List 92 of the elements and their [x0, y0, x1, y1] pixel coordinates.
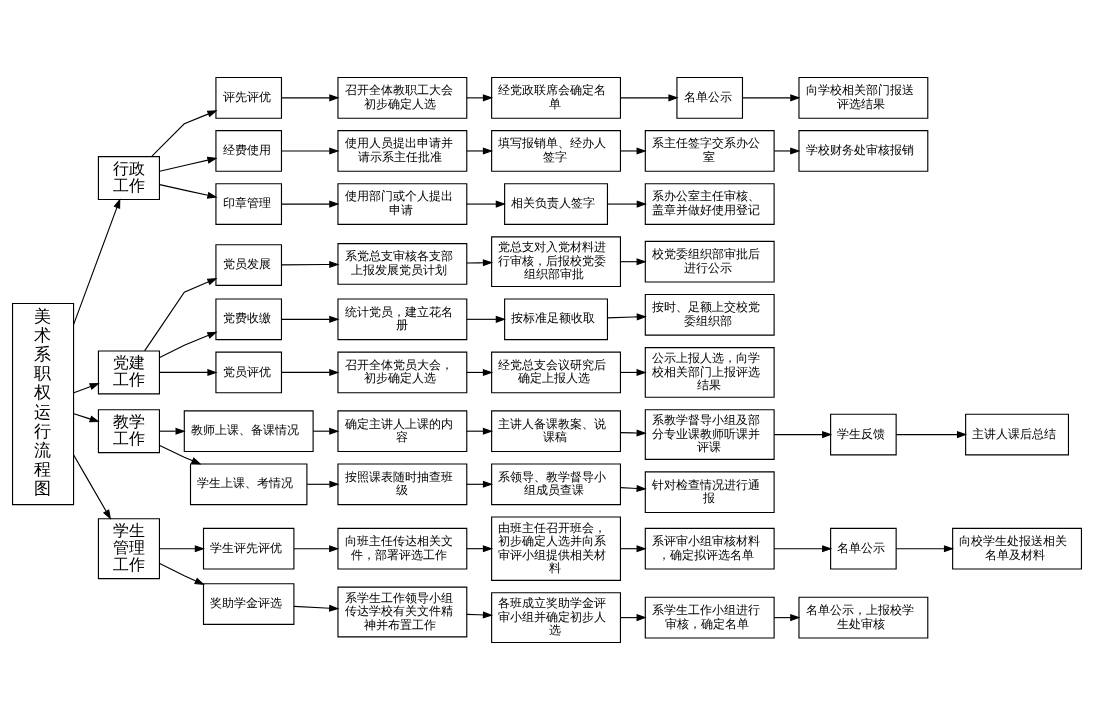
node-box: 党员发展	[215, 243, 283, 286]
arrow	[73, 412, 100, 422]
arrow	[607, 312, 647, 320]
node-box: 评先评优	[215, 76, 283, 119]
arrow	[895, 544, 955, 552]
node-box: 针对检查情况进行通报	[644, 470, 775, 513]
arrow	[773, 430, 833, 438]
arrow	[466, 258, 494, 266]
node-box: 校党委组织部审批后进行公示	[644, 240, 775, 283]
node-box: 学生管理工作	[97, 517, 160, 579]
node-box: 系主任签字交系办公室	[644, 129, 775, 172]
arrow	[159, 444, 202, 465]
node-box: 使用人员提出申请并请示系主任批准	[337, 129, 468, 172]
node-box: 党总支对入党材料进行审核，后报校党委组织部审批	[491, 235, 621, 287]
node-box: 系教学督导小组及部分专业课教师听课并评课	[644, 408, 775, 460]
arrow	[73, 197, 121, 325]
arrow	[159, 562, 205, 585]
node-box: 公示上报人选，向学校相关部门上报评选结果	[644, 346, 775, 398]
node-box: 相关负责人签字	[504, 182, 608, 225]
node-box: 系评审小组审核材料，确定拟评选名单	[644, 527, 775, 570]
arrow	[281, 146, 340, 155]
arrow	[466, 93, 494, 101]
arrow	[619, 484, 647, 492]
arrow	[281, 368, 340, 376]
node-box: 向班主任传达相关文件，部署评选工作	[337, 527, 468, 570]
node-box: 名单公示	[830, 527, 897, 570]
node-box: 向校学生处报送相关名单及材料	[952, 527, 1082, 570]
arrow	[619, 428, 647, 437]
node-box: 系学生工作小组进行审核，确定名单	[644, 596, 775, 639]
node-box: 行政工作	[97, 155, 160, 200]
node-box: 学生评先评优	[202, 527, 295, 570]
node-box: 印章管理	[215, 182, 283, 225]
node-box: 使用部门或个人提出申请	[337, 182, 468, 225]
arrow	[159, 156, 218, 172]
node-box: 按照课表随时抽查班级	[337, 462, 468, 505]
arrow	[773, 146, 801, 155]
node-box: 学生反馈	[830, 413, 897, 455]
node-box: 召开全体教职工大会初步确定人选	[337, 76, 468, 119]
node-box: 系党总支审核各支部上报发展党员计划	[337, 242, 468, 285]
node-box: 学校财务处审核报销	[798, 129, 929, 172]
arrow	[293, 544, 340, 552]
arrow	[281, 260, 340, 268]
node-box: 由班主任召开班会，初步确定人选并向系审评小组提供相关材料	[491, 516, 621, 581]
node-box: 美术系职权运行流程图	[12, 302, 75, 505]
arrow	[466, 610, 494, 618]
arrow	[742, 93, 801, 101]
node-box: 经党总支会议研究后确定上报人选	[491, 351, 621, 393]
arrow	[144, 277, 218, 351]
node-box: 党员评优	[215, 351, 283, 393]
node-box: 名单公示	[676, 76, 744, 119]
node-box: 教师上课、备课情况	[183, 409, 314, 452]
node-box: 主讲人课后总结	[965, 413, 1070, 455]
node-box: 向学校相关部门报送评选结果	[798, 76, 929, 119]
arrow	[466, 146, 494, 155]
arrow	[293, 604, 340, 612]
node-box: 按标准足额收取	[504, 297, 608, 340]
arrow	[159, 331, 218, 358]
arrow	[159, 544, 205, 552]
arrow	[281, 315, 340, 323]
node-box: 各班成立奖助学金评审小组并确定初步人选	[491, 591, 621, 643]
arrow	[619, 93, 679, 101]
node-box: 奖助学金评选	[202, 582, 295, 625]
node-box: 系学生工作领导小组传达学校有关文件精神并布置工作	[337, 586, 468, 637]
node-box: 填写报销单、经办人签字	[491, 129, 621, 172]
node-box: 确定主讲人上课的内容	[337, 409, 468, 452]
arrow	[306, 480, 340, 488]
arrow	[159, 183, 218, 199]
arrow	[466, 200, 506, 208]
arrow	[73, 382, 100, 393]
arrow	[619, 146, 647, 155]
node-box: 系办公室主任审核、盖章并做好使用登记	[644, 182, 775, 225]
node-box: 经党政联席会确定名单	[491, 76, 621, 119]
arrow	[73, 454, 112, 520]
node-box: 主讲人备课教案、说课稿	[491, 409, 621, 452]
arrow	[773, 544, 833, 552]
node-box: 名单公示，上报校学生处审核	[798, 596, 929, 639]
node-box: 系领导、教学督导小组成员查课	[491, 462, 621, 505]
node-box: 党建工作	[97, 349, 160, 394]
node-box: 召开全体党员大会，初步确定人选	[337, 351, 468, 393]
arrow	[151, 109, 218, 157]
arrow	[895, 430, 968, 438]
node-box: 按时、足额上交校党委组织部	[644, 293, 775, 336]
node-box: 经费使用	[215, 129, 283, 172]
arrow	[281, 200, 340, 208]
node-box: 学生上课、考情况	[189, 462, 308, 505]
node-box: 统计党员，建立花名册	[337, 297, 468, 340]
node-box: 教学工作	[97, 408, 160, 453]
arrow	[281, 93, 340, 101]
arrow	[607, 200, 647, 208]
arrow	[159, 368, 218, 376]
node-box: 党费收缴	[215, 297, 283, 340]
arrow	[466, 315, 506, 323]
